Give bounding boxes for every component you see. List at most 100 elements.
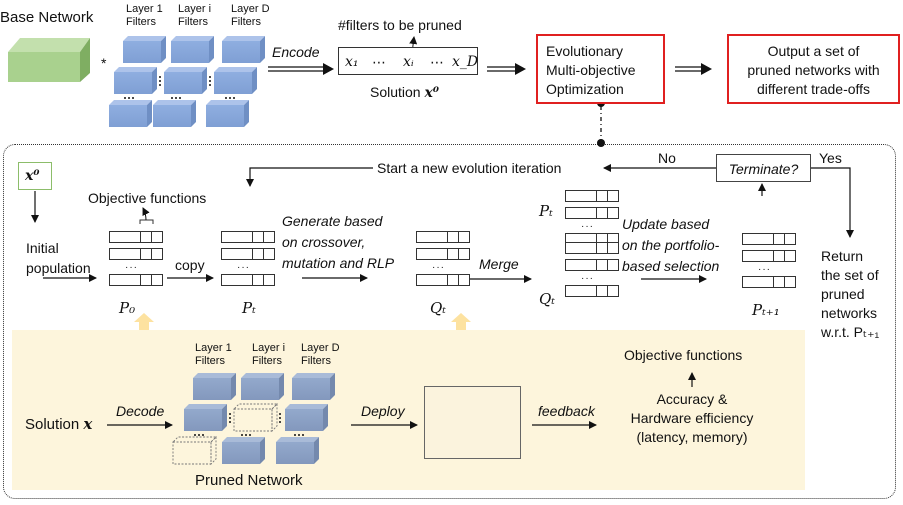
solution-cell xyxy=(221,231,253,243)
emo-loop-connector xyxy=(597,99,605,147)
metrics-text: Accuracy & Hardware efficiency (latency,… xyxy=(602,390,782,447)
evolution-loop-container xyxy=(3,144,896,499)
filter-cube-r2-c1 xyxy=(114,67,157,94)
no-label: No xyxy=(658,150,676,166)
layer-i-header: Layer i Filters xyxy=(178,3,211,29)
pt-label: Pₜ xyxy=(242,299,256,317)
pruned-filter-cube-r2-c2 xyxy=(232,402,279,433)
objective-cell xyxy=(607,285,619,297)
copy-label: copy xyxy=(175,257,205,273)
yes-label: Yes xyxy=(819,150,842,166)
objective-arrow xyxy=(142,207,150,221)
vertical-ellipsis-1 xyxy=(159,76,161,86)
base-network-cube xyxy=(8,38,90,82)
terminate-label: Terminate? xyxy=(728,161,799,177)
filter-cube-r3-c3 xyxy=(206,100,249,127)
kept-filter-cube-r3-c3 xyxy=(276,437,319,464)
solution-cell xyxy=(416,248,448,260)
solution-cell xyxy=(109,248,141,260)
individual-row xyxy=(742,233,796,245)
objective-cell xyxy=(607,259,619,271)
pruned-horizontal-ellipsis-3 xyxy=(294,434,304,436)
return-line-1: Return xyxy=(821,248,864,264)
objective-cell xyxy=(151,248,163,260)
kept-filter-cube-r1-c3 xyxy=(292,373,335,400)
objective-cell xyxy=(784,250,796,262)
kept-filter-cube-r2-c1 xyxy=(184,404,227,431)
emo-line-1: Evolutionary xyxy=(546,43,624,59)
solution-cell xyxy=(109,274,141,286)
return-line-4: networks xyxy=(821,305,878,321)
x0-box: x⁰ xyxy=(18,162,52,190)
pruned-vertical-ellipsis-2 xyxy=(279,413,281,423)
pruned-vertical-ellipsis-1 xyxy=(229,413,231,423)
generate-line1: Generate based xyxy=(282,213,383,229)
pruned-filter-cube-r3-c1 xyxy=(171,435,218,466)
p0-label: P₀ xyxy=(119,299,136,317)
base-network-label: Base Network xyxy=(0,9,94,26)
solution-caption-symbol: x⁰ xyxy=(424,85,439,101)
initial-population-line1: Initial xyxy=(26,240,59,256)
pruned-layer-d-line2: Filters xyxy=(301,355,331,367)
solution-cell xyxy=(221,274,253,286)
solution-cell xyxy=(565,242,597,254)
individual-row xyxy=(221,231,275,243)
individual-row xyxy=(742,250,796,262)
individual-row xyxy=(109,231,163,243)
objective-cell xyxy=(458,248,470,260)
emo-line-3: Optimization xyxy=(546,81,624,97)
terminate-box: Terminate? xyxy=(716,154,811,182)
update-line2: on the portfolio- xyxy=(622,237,720,253)
encode-arrow xyxy=(268,63,334,75)
feedback-label: feedback xyxy=(538,403,595,419)
solution-cell xyxy=(565,190,597,202)
base-filter-grid xyxy=(109,36,265,127)
merge-label: Merge xyxy=(479,256,519,272)
individual-row xyxy=(565,259,619,271)
metrics-line-1: Accuracy & xyxy=(656,391,728,407)
population-ellipsis: ··· xyxy=(758,264,771,275)
decode-label: Decode xyxy=(116,403,165,419)
objective-cell xyxy=(263,248,275,260)
pt1-label: Pₜ₊₁ xyxy=(752,301,780,319)
objective-cell xyxy=(263,231,275,243)
to-emo-arrow xyxy=(487,63,526,75)
p0-feedback-up-arrow xyxy=(134,313,154,330)
edge-device-frame xyxy=(424,386,521,459)
filter-cube-r1-c3 xyxy=(222,36,265,63)
population-ellipsis: ··· xyxy=(432,262,445,273)
pruned-layer-1-header: Layer 1 Filters xyxy=(195,342,232,368)
solution-x-symbol: x xyxy=(83,415,93,433)
solution-cell xyxy=(565,259,597,271)
objective-functions-label-top: Objective functions xyxy=(88,190,207,206)
filters-annotation: #filters to be pruned xyxy=(338,17,462,33)
qt-feedback-up-arrow xyxy=(451,313,471,330)
metrics-line-3: (latency, memory) xyxy=(636,429,748,445)
solution-cell xyxy=(221,248,253,260)
layer-i-header-line2: Filters xyxy=(178,16,208,28)
objective-cell xyxy=(151,231,163,243)
merged-pt-label: Pₜ xyxy=(539,202,553,220)
return-line-2: the set of xyxy=(821,267,879,283)
output-line-1: Output a set of xyxy=(767,43,860,59)
objective-cell xyxy=(607,242,619,254)
horizontal-ellipsis-3 xyxy=(225,97,235,99)
pruned-layer-i-line2: Filters xyxy=(252,355,282,367)
output-box: Output a set of pruned networks with dif… xyxy=(727,34,900,104)
kept-filter-cube-r3-c2 xyxy=(222,437,265,464)
individual-row xyxy=(221,274,275,286)
individual-row xyxy=(565,207,619,219)
filter-cube-r2-c3 xyxy=(214,67,257,94)
objective-cell xyxy=(607,190,619,202)
pruned-layer-i-header: Layer i Filters xyxy=(252,342,285,368)
pruned-layer-d-line1: Layer D xyxy=(301,342,340,354)
qt-label: Qₜ xyxy=(430,299,446,317)
solution-x1: x₁ xyxy=(345,54,359,70)
solution-xd: x_D xyxy=(452,54,479,70)
yes-arrow xyxy=(811,167,854,238)
individual-row xyxy=(109,248,163,260)
individual-row xyxy=(742,276,796,288)
solution-cell xyxy=(416,274,448,286)
output-line-3: different trade-offs xyxy=(756,81,871,97)
individual-row xyxy=(221,248,275,260)
